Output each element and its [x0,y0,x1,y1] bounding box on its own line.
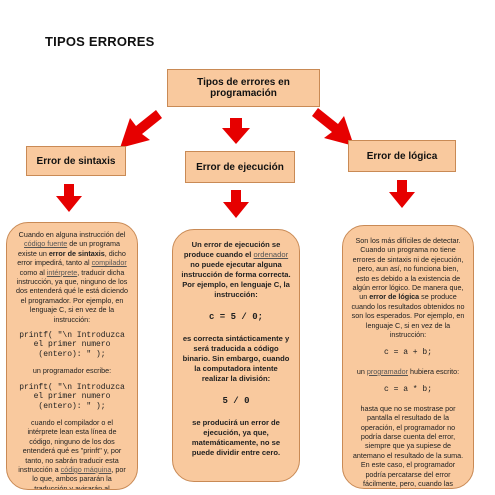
syntax-paragraph-1: Cuando en alguna instrucción del código … [16,230,128,324]
runtime-paragraph-3: se producirá un error de ejecución, ya q… [191,418,281,457]
link-codigo-fuente[interactable]: código fuente [24,239,68,249]
runtime-code-2: 5 / 0 [222,396,250,406]
link-ordenador[interactable]: ordenador [253,250,289,259]
logic-code-1: c = a + b; [383,348,432,358]
arrow-down-center-icon [222,118,250,144]
arrow-down-logic-icon [389,180,415,208]
heading-runtime: Error de ejecución [185,151,295,183]
arrow-left-icon [120,110,162,148]
heading-syntax: Error de sintaxis [26,146,126,176]
link-compilador[interactable]: compilador [91,258,127,268]
root-node: Tipos de errores en programación [167,69,320,107]
heading-runtime-label: Error de ejecución [196,161,284,173]
heading-syntax-label: Error de sintaxis [36,155,116,167]
syntax-code-1: printf( "\n Introduzca el primer numero … [19,331,125,359]
root-label: Tipos de errores en programación [197,77,290,99]
runtime-paragraph-1: Un error de ejecución se produce cuando … [181,240,291,299]
logic-paragraph-3: hasta que no se mostrase por pantalla el… [352,403,464,488]
logic-paragraph-2: un programador hubiera escrito: [356,366,460,376]
logic-code-2: c = a * b; [383,385,432,395]
runtime-paragraph-2: es correcta sintácticamente y será tradu… [182,334,290,383]
syntax-paragraph-2: un programador escribe: [32,366,112,376]
arrow-down-runtime-icon [223,190,249,218]
syntax-paragraph-3: cuando el compilador o el intérprete lea… [18,417,126,490]
logic-paragraph-1: Son los más difíciles de detectar. Cuand… [351,236,465,340]
page-title: TIPOS ERRORES [45,34,155,49]
runtime-code-1: c = 5 / 0; [208,312,263,322]
arrow-right-icon [312,108,354,146]
link-codigo-maquina[interactable]: código máquina [60,464,112,474]
syntax-code-2: prinft( "\n Introduzca el primer numero … [19,382,125,411]
arrow-down-syntax-icon [56,184,82,212]
link-interprete[interactable]: intérprete [46,267,78,277]
panel-syntax: Cuando en alguna instrucción del código … [6,222,138,490]
panel-logic: Son los más difíciles de detectar. Cuand… [342,225,474,489]
link-programador[interactable]: programador [366,366,408,376]
heading-logic-label: Error de lógica [366,150,438,162]
panel-runtime: Un error de ejecución se produce cuando … [172,229,300,482]
heading-logic: Error de lógica [348,140,456,172]
